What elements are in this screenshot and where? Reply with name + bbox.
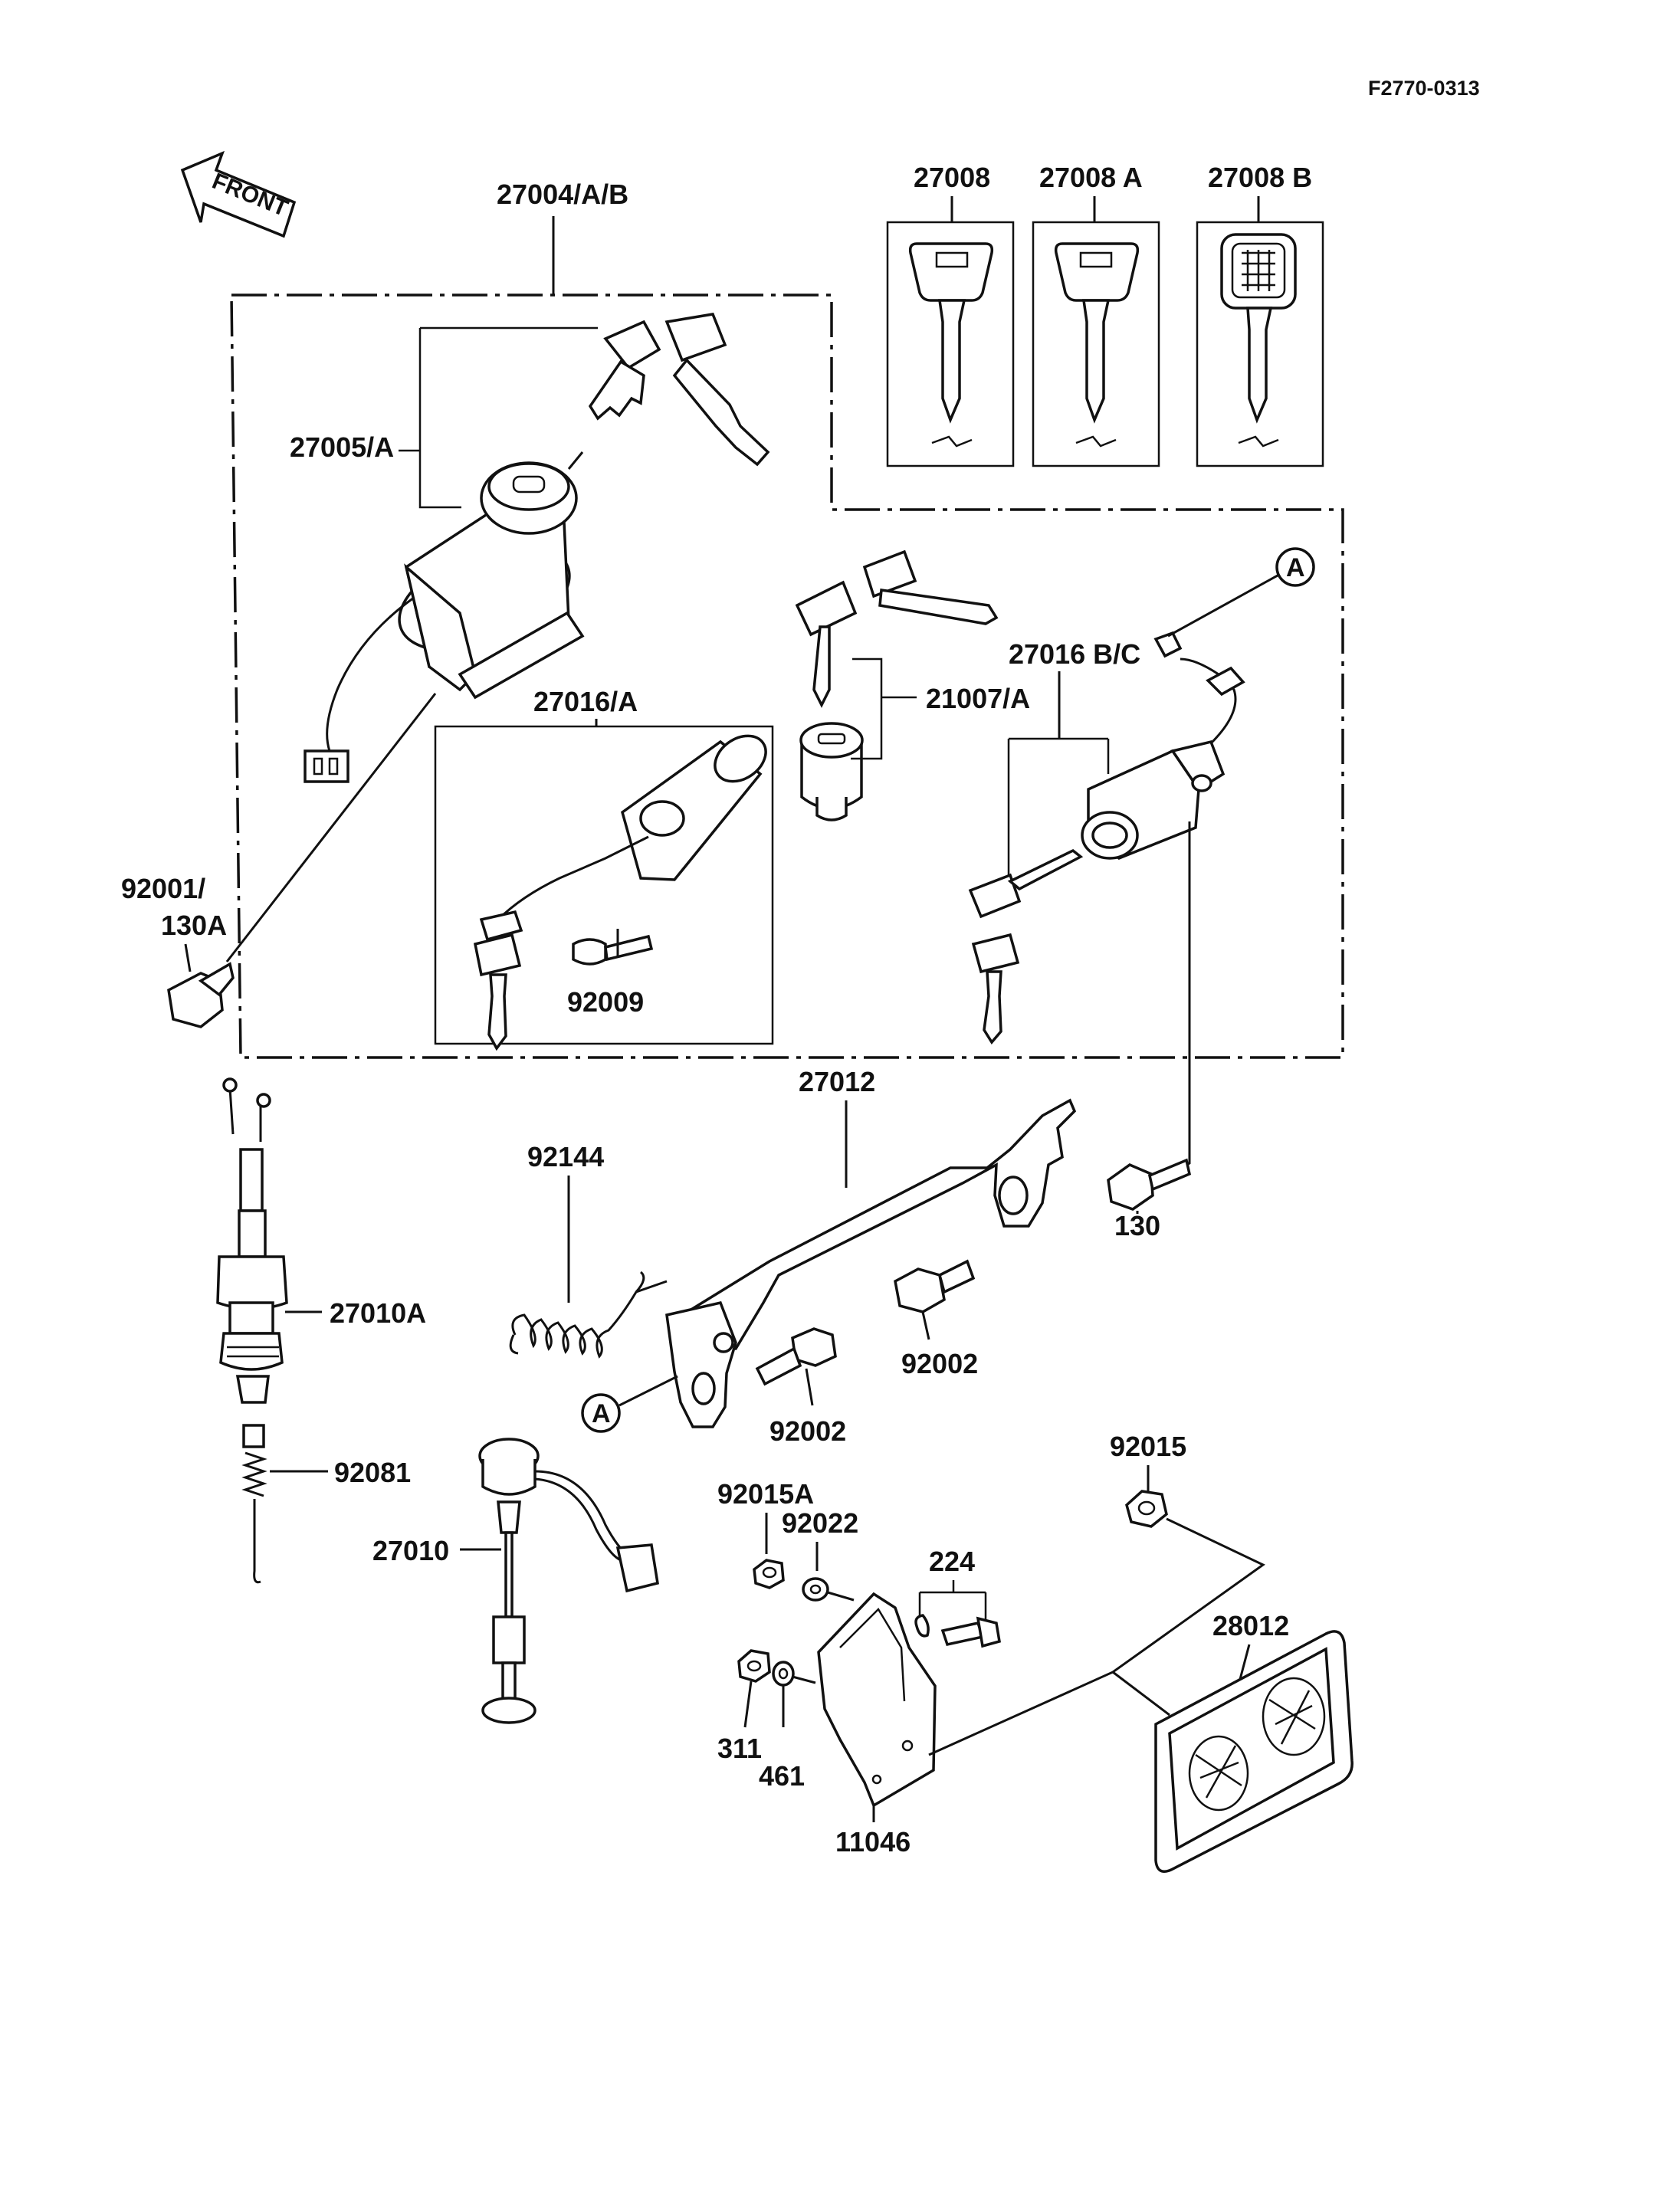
pin-92002-lower-icon	[755, 1327, 837, 1386]
label-92081: 92081	[334, 1457, 411, 1488]
kit-boundary	[230, 293, 1344, 1059]
label-461: 461	[759, 1760, 805, 1792]
washer-92022-icon	[802, 1577, 829, 1602]
key-blank-group: 27008 27008 A 27008 B	[886, 162, 1324, 467]
seat-lock-icon	[473, 734, 767, 1051]
bracket-11046-icon	[817, 1591, 937, 1808]
reflector-28012-icon	[1154, 1630, 1354, 1873]
label-27012: 27012	[799, 1066, 875, 1097]
callout-a-upper-label: A	[1286, 553, 1305, 582]
lock-stay-icon	[665, 1098, 1077, 1428]
label-21007: 21007/A	[926, 683, 1030, 714]
label-27008b: 27008 B	[1208, 162, 1312, 193]
nut-311-icon	[737, 1649, 771, 1683]
cylinder-lock-icon	[795, 549, 999, 821]
label-27008a: 27008 A	[1039, 162, 1143, 193]
label-27005: 27005/A	[290, 431, 394, 463]
washer-461-icon	[772, 1661, 795, 1687]
label-224: 224	[929, 1546, 975, 1577]
label-11046: 11046	[835, 1826, 911, 1858]
callout-a-lower-label: A	[592, 1399, 611, 1428]
label-311: 311	[717, 1733, 762, 1764]
label-92009: 92009	[567, 986, 644, 1018]
label-27016a: 27016/A	[533, 686, 638, 717]
nut-92015a-icon	[753, 1559, 785, 1589]
callout-a-upper	[1275, 547, 1315, 587]
bolt-92001-icon	[167, 962, 235, 1028]
label-92002-upper: 92002	[901, 1348, 978, 1379]
label-27016bc: 27016 B/C	[1009, 638, 1140, 670]
switch-27010a-icon	[216, 1077, 288, 1404]
spring-92081-icon	[241, 1424, 267, 1584]
bolt-130-icon	[1107, 1158, 1192, 1211]
front-arrow-icon: FRONT	[180, 150, 297, 238]
switch-27010-icon	[478, 1438, 659, 1724]
ignition-switch-icon	[304, 313, 770, 783]
label-92002-lower: 92002	[769, 1415, 846, 1447]
label-27004: 27004/A/B	[497, 179, 628, 210]
label-92015: 92015	[1110, 1431, 1186, 1462]
key-blank-27008b-frame	[1196, 221, 1324, 467]
key-blank-27008a-frame	[1032, 221, 1160, 467]
label-92001: 92001/	[121, 873, 205, 904]
spring-92144-icon	[509, 1271, 668, 1359]
callout-a-lower	[581, 1393, 621, 1433]
doc-code: F2770-0313	[1368, 77, 1480, 100]
label-130: 130	[1114, 1210, 1160, 1241]
key-27008b-icon	[1220, 233, 1297, 448]
label-27010: 27010	[372, 1535, 449, 1566]
label-28012: 28012	[1212, 1610, 1289, 1641]
bolt-224-icon	[914, 1614, 1001, 1648]
label-92144: 92144	[527, 1141, 604, 1172]
label-27010a: 27010A	[330, 1297, 426, 1329]
label-92015a: 92015A	[717, 1478, 814, 1510]
seat-lock-kit-frame	[434, 725, 774, 1045]
helmet-lock-icon	[968, 631, 1245, 1044]
key-blank-27008-frame	[886, 221, 1015, 467]
nut-92015-icon	[1125, 1490, 1168, 1528]
label-130a: 130A	[161, 910, 227, 941]
key-27008a-icon	[1054, 242, 1140, 448]
key-27008-icon	[908, 242, 994, 448]
label-27008: 27008	[914, 162, 990, 193]
pin-92002-upper-icon	[894, 1259, 976, 1313]
label-92022: 92022	[782, 1507, 858, 1539]
